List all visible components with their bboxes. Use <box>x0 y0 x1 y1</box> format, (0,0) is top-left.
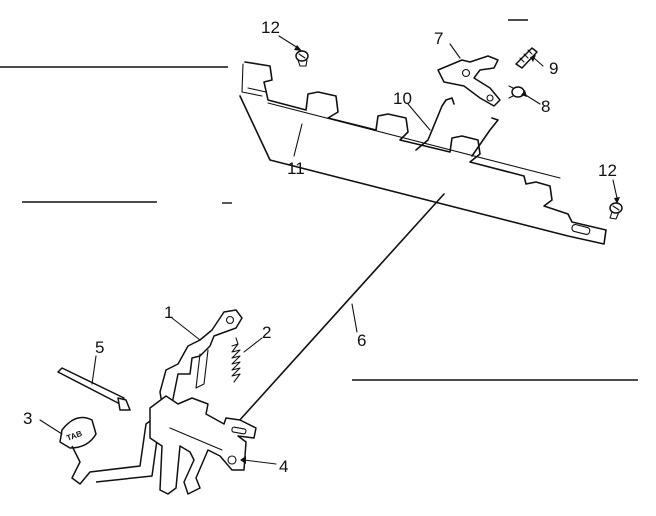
callout-9: 9 <box>549 59 558 78</box>
callout-12-right: 12 <box>598 161 617 180</box>
screw-part-8 <box>508 85 525 99</box>
callout-5: 5 <box>95 338 104 357</box>
screw-part-12-right <box>609 202 623 220</box>
rack-bar-part-11 <box>239 61 607 245</box>
callout-3: 3 <box>23 409 32 428</box>
callout-7: 7 <box>434 29 443 48</box>
callout-12-top: 12 <box>261 18 280 37</box>
pin-part-5 <box>57 367 131 411</box>
lever-part-1 <box>159 309 243 405</box>
callout-1: 1 <box>164 303 173 322</box>
coil-spring-part-2 <box>231 337 241 383</box>
pawl-lever-part-7 <box>437 55 501 107</box>
callout-4: 4 <box>279 457 288 476</box>
callout-6: 6 <box>357 331 366 350</box>
tab-key-part-3: TAB <box>59 416 161 485</box>
wire-link-part-10 <box>415 97 499 157</box>
callout-11: 11 <box>287 159 305 178</box>
screw-part-12-top <box>295 50 309 67</box>
callout-10: 10 <box>393 89 412 108</box>
leader-lines <box>39 35 620 465</box>
base-bracket-part-4 <box>149 395 257 495</box>
spring-part-9 <box>515 47 538 69</box>
connecting-rod-part-6 <box>237 193 445 423</box>
callout-2: 2 <box>262 323 271 342</box>
callout-8: 8 <box>541 97 550 116</box>
